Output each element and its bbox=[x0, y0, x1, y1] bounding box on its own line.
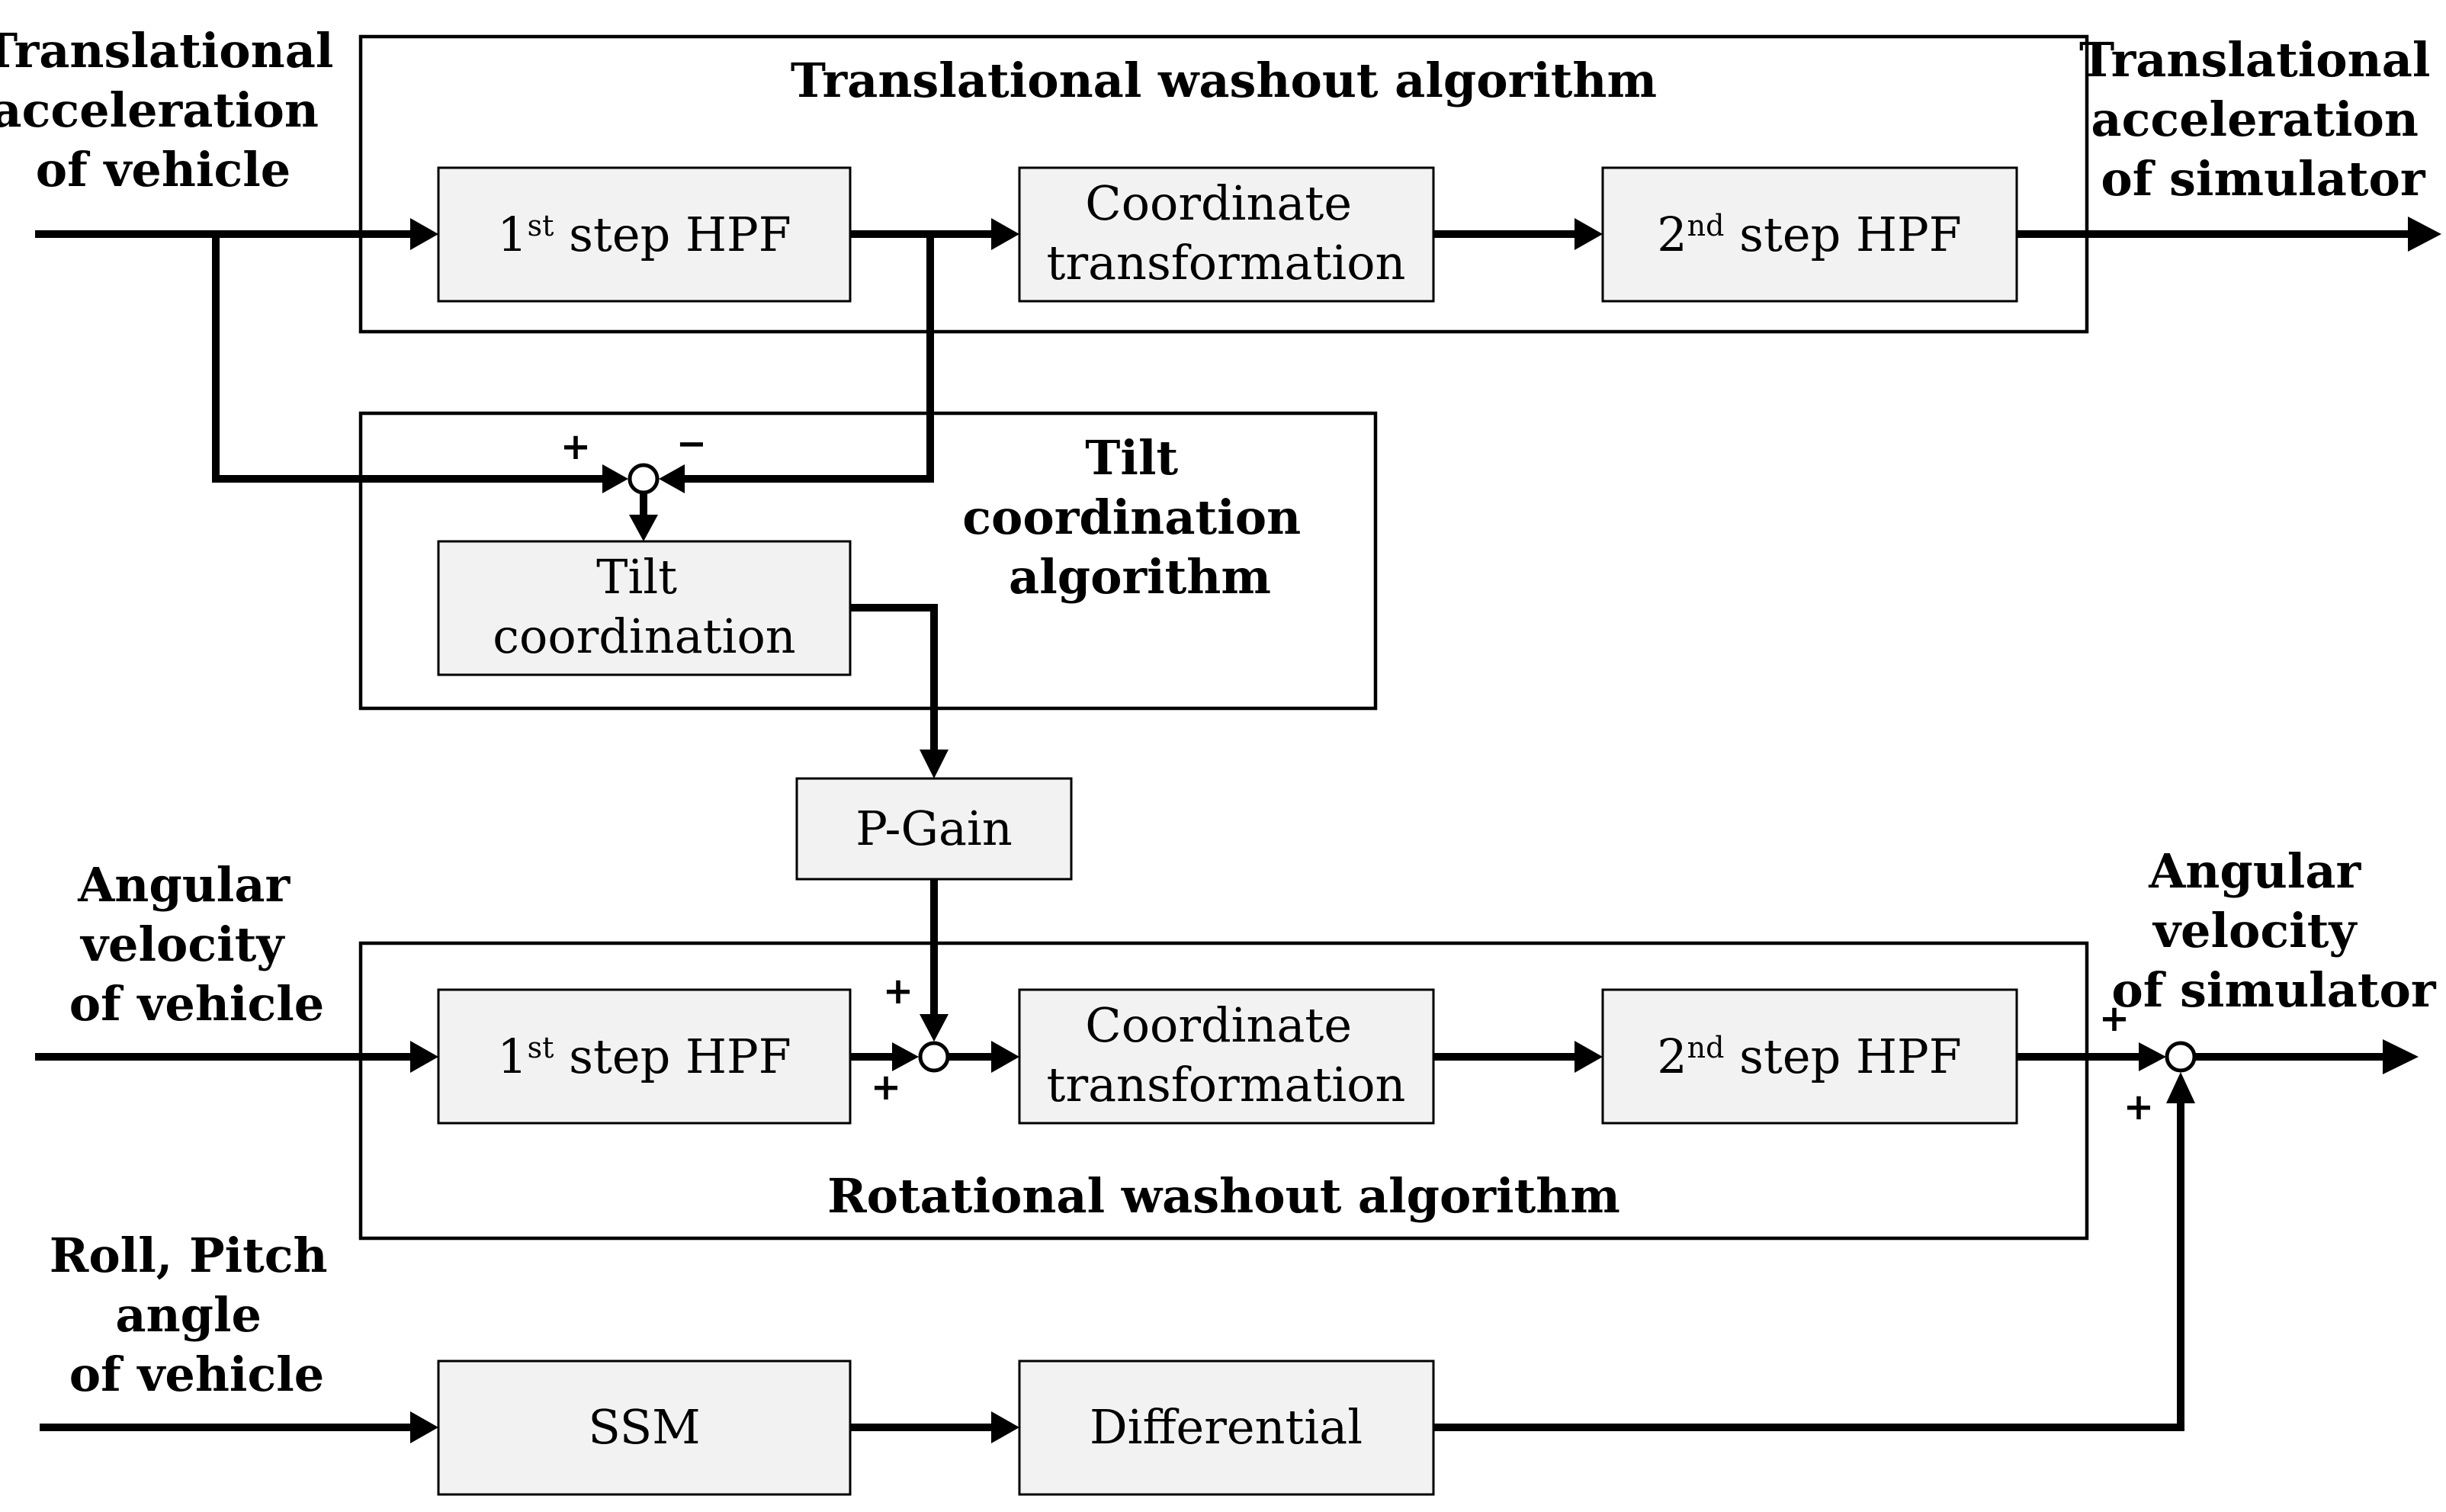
out-sum-plus-bottom-sign: + bbox=[2123, 1086, 2154, 1128]
translational-washout-group bbox=[358, 34, 2089, 334]
arrowhead-tilt-sum-left bbox=[602, 464, 628, 493]
rot-hpf2-block bbox=[1601, 988, 2018, 1125]
rotational-washout-title: Rotational washout algorithm bbox=[827, 1168, 1620, 1224]
wire-tilt-to-pgain bbox=[850, 604, 938, 751]
rot-sum-plus-top-sign: + bbox=[883, 970, 913, 1013]
arrowhead-tilt-block bbox=[629, 515, 658, 541]
arrowhead-rot-hpf2 bbox=[1574, 1041, 1603, 1073]
trans-coordinate-block bbox=[1018, 166, 1435, 303]
arrowhead-rot-sum-left bbox=[892, 1042, 919, 1071]
pgain-block bbox=[795, 777, 1073, 881]
arrowhead-ssm bbox=[410, 1411, 438, 1443]
tilt-sum-plus-sign: + bbox=[560, 425, 591, 468]
arrowhead-tilt-sum-right bbox=[659, 464, 685, 493]
out-sum-plus-top-sign: + bbox=[2099, 997, 2130, 1040]
translational-washout-title: Translational washout algorithm bbox=[791, 53, 1657, 108]
output-translational-acceleration-label: Translational acceleration of simulator bbox=[2079, 32, 2446, 207]
tilt-coordination-block bbox=[437, 540, 852, 676]
arrowhead-trans-hpf1 bbox=[410, 218, 438, 250]
trans-hpf2-block bbox=[1601, 166, 2018, 303]
arrowhead-trans-hpf2 bbox=[1574, 218, 1603, 250]
differential-label: Differential bbox=[1090, 1399, 1363, 1455]
rot-hpf1-label: 1st step HPF bbox=[497, 1029, 791, 1084]
arrowhead-pgain bbox=[920, 750, 949, 778]
arrowhead-trans-output bbox=[2408, 217, 2441, 252]
rot-hpf2-label: 2nd step HPF bbox=[1657, 1029, 1962, 1084]
arrowhead-rot-hpf1 bbox=[410, 1041, 438, 1073]
arrowhead-rot-coord bbox=[991, 1041, 1019, 1073]
ssm-block bbox=[437, 1360, 852, 1496]
arrowhead-trans-coord bbox=[991, 218, 1019, 250]
arrowhead-out-sum-bottom bbox=[2166, 1072, 2195, 1103]
trans-coordinate-label: Coordinate transformation bbox=[1047, 175, 1406, 291]
input-angular-velocity-label: Angular velocity of vehicle bbox=[69, 857, 324, 1032]
trans-hpf2-label: 2nd step HPF bbox=[1657, 207, 1962, 262]
arrowhead-differential bbox=[991, 1411, 1019, 1443]
rotational-summing-junction bbox=[918, 1041, 950, 1073]
output-angular-velocity-label: Angular velocity of simulator bbox=[2111, 843, 2436, 1018]
arrowhead-out-sum-left bbox=[2139, 1042, 2166, 1071]
arrowhead-rot-output bbox=[2383, 1039, 2419, 1074]
trans-hpf1-label: 1st step HPF bbox=[497, 207, 791, 262]
output-summing-junction bbox=[2165, 1041, 2197, 1073]
rot-hpf1-block bbox=[437, 988, 852, 1125]
tilt-summing-junction bbox=[628, 463, 660, 495]
tilt-coordination-group bbox=[358, 411, 1378, 711]
rot-coordinate-label: Coordinate transformation bbox=[1047, 997, 1406, 1112]
ssm-label: SSM bbox=[588, 1399, 700, 1455]
trans-hpf1-block bbox=[437, 166, 852, 303]
rot-coordinate-block bbox=[1018, 988, 1435, 1125]
rot-sum-plus-bottom-sign: + bbox=[871, 1066, 901, 1109]
rotational-washout-group bbox=[358, 941, 2089, 1241]
wire-trans-hpf1-to-tilt-sum bbox=[671, 234, 934, 483]
input-roll-pitch-angle-label: Roll, Pitch angle of vehicle bbox=[50, 1228, 344, 1402]
wire-differential-to-out-sum bbox=[1433, 1103, 2184, 1431]
tilt-coordination-label: Tilt coordination bbox=[493, 549, 795, 664]
pgain-label: P-Gain bbox=[855, 801, 1013, 856]
tilt-coordination-algorithm-title: Tilt coordination algorithm bbox=[962, 430, 1318, 605]
wire-trans-input-to-tilt-sum bbox=[212, 234, 616, 483]
tilt-sum-minus-sign: − bbox=[676, 422, 707, 465]
differential-block bbox=[1018, 1360, 1435, 1496]
input-translational-acceleration-label: Translational acceleration of vehicle bbox=[0, 23, 350, 197]
arrowhead-rot-sum-top bbox=[920, 1014, 949, 1042]
